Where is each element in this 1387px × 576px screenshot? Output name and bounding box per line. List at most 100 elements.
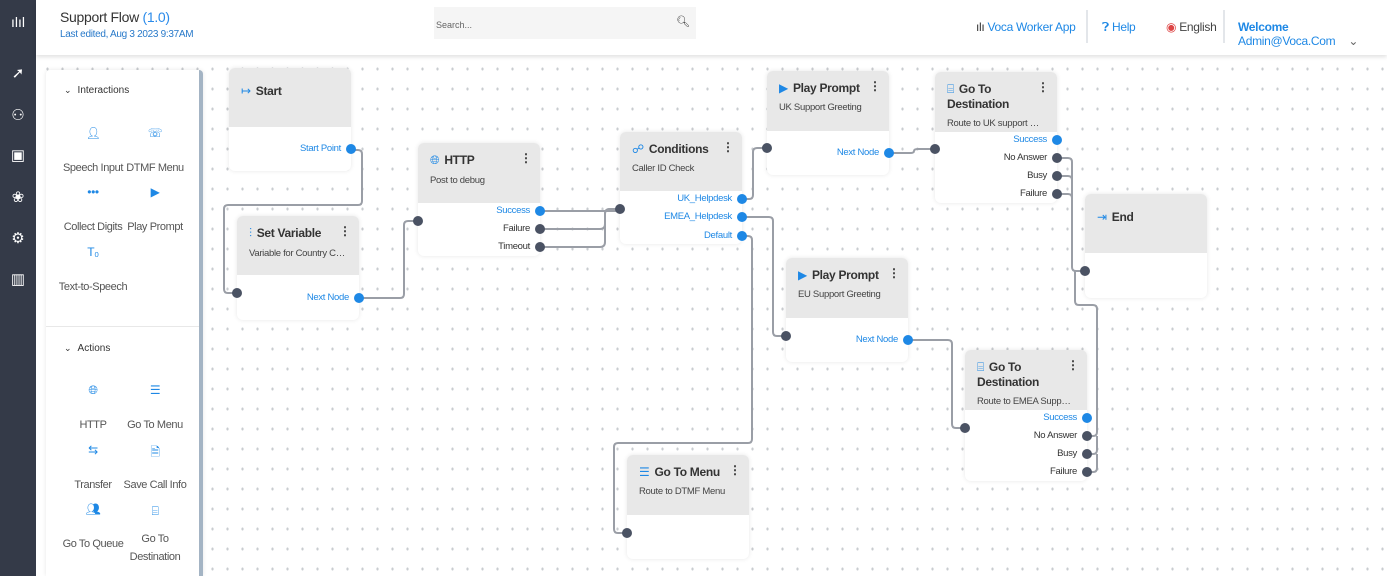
more-options-icon[interactable]: ⋮: [722, 140, 734, 154]
connection-line[interactable]: [1074, 270, 1098, 437]
connection-line[interactable]: [1086, 436, 1098, 455]
output-port-handle[interactable]: [535, 224, 545, 234]
input-port-handle[interactable]: [781, 331, 791, 341]
more-options-icon[interactable]: ⋮: [888, 266, 900, 280]
connection-line[interactable]: [1056, 193, 1073, 267]
connection-line[interactable]: [1086, 454, 1098, 473]
node-header[interactable]: ⇥End: [1085, 194, 1207, 253]
worker-app-link[interactable]: ılı Voca Worker App: [976, 20, 1076, 34]
connection-line[interactable]: [907, 339, 965, 429]
connection-line[interactable]: [613, 235, 753, 534]
palette-http[interactable]: 🌐︎HTTP: [58, 383, 128, 431]
input-port-handle[interactable]: [232, 288, 242, 298]
sliders-icon: ⫶: [249, 226, 252, 240]
input-port-handle[interactable]: [930, 144, 940, 154]
output-port-handle[interactable]: [737, 194, 747, 204]
output-port-handle[interactable]: [354, 293, 364, 303]
palette-speech-input[interactable]: 👤︎Speech Input: [58, 126, 128, 174]
output-port-handle[interactable]: [346, 144, 356, 154]
more-options-icon[interactable]: ⋮: [869, 79, 881, 93]
output-port-handle[interactable]: [535, 206, 545, 216]
output-port-handle[interactable]: [1052, 153, 1062, 163]
rocket-icon[interactable]: ➚: [11, 65, 25, 82]
output-port-handle[interactable]: [737, 212, 747, 222]
more-options-icon[interactable]: ⋮: [729, 463, 741, 477]
node-header[interactable]: ↦Start: [229, 68, 351, 127]
more-options-icon[interactable]: ⋮: [339, 224, 351, 238]
output-port-handle[interactable]: [1082, 431, 1092, 441]
search-icon[interactable]: 🔍︎: [676, 16, 690, 28]
connection-line[interactable]: [889, 148, 935, 154]
output-port-label: Success: [496, 205, 530, 216]
palette-play-prompt[interactable]: ▶Play Prompt: [120, 185, 190, 233]
connection-line[interactable]: [358, 220, 418, 299]
output-port-handle[interactable]: [1082, 449, 1092, 459]
save-icon: 🗎︎: [150, 445, 160, 459]
palette-transfer[interactable]: ⇆Transfer: [58, 443, 128, 491]
more-options-icon[interactable]: ⋮: [1067, 358, 1079, 372]
input-port-handle[interactable]: [762, 143, 772, 153]
output-port-handle[interactable]: [1082, 467, 1092, 477]
users-icon[interactable]: ⚇: [11, 107, 25, 124]
input-port-handle[interactable]: [1080, 266, 1090, 276]
search-input[interactable]: Search...🔍︎: [434, 7, 696, 39]
language-select[interactable]: ◉ English: [1166, 20, 1217, 34]
input-port-handle[interactable]: [960, 423, 970, 433]
output-port-handle[interactable]: [1052, 171, 1062, 181]
flow-icon[interactable]: ❀: [11, 189, 25, 206]
user-menu[interactable]: Welcome Admin@Voca.Com ⌄: [1238, 20, 1359, 48]
palette-collect-digits[interactable]: •••Collect Digits: [58, 185, 128, 233]
palette-go-to-menu[interactable]: ☰Go To Menu: [120, 383, 190, 431]
help-link[interactable]: ❓︎ Help: [1102, 20, 1136, 34]
connection-line[interactable]: [741, 216, 786, 337]
palette-save-call-info[interactable]: 🗎︎Save Call Info: [120, 443, 190, 491]
output-port-handle[interactable]: [884, 148, 894, 158]
more-options-icon[interactable]: ⋮: [520, 151, 532, 165]
output-port-handle[interactable]: [903, 335, 913, 345]
input-port-handle[interactable]: [615, 204, 625, 214]
connection-line[interactable]: [1056, 175, 1073, 267]
input-port-handle[interactable]: [413, 216, 423, 226]
output-port-handle[interactable]: [1052, 189, 1062, 199]
chart-icon[interactable]: ▥: [10, 271, 26, 288]
output-port-handle[interactable]: [1052, 135, 1062, 145]
node-end[interactable]: ⇥End: [1080, 194, 1207, 298]
tts-icon: T₀: [87, 245, 99, 259]
connection-line[interactable]: [741, 147, 767, 200]
chevron-down-icon[interactable]: ⌄: [1348, 34, 1359, 48]
connection-line[interactable]: [223, 149, 363, 294]
section-actions[interactable]: ⌄Actions: [64, 343, 111, 354]
output-port-handle[interactable]: [535, 242, 545, 252]
output-port-handle[interactable]: [1082, 413, 1092, 423]
section-interactions[interactable]: ⌄Interactions: [64, 85, 130, 96]
connection-line[interactable]: [539, 208, 620, 248]
settings-icon[interactable]: ⚙: [11, 230, 25, 247]
briefcase-icon[interactable]: ▣: [10, 147, 26, 164]
output-port-handle[interactable]: [737, 231, 747, 241]
palette-go-to-queue[interactable]: 👥︎Go To Queue: [58, 502, 128, 550]
input-port-handle[interactable]: [622, 528, 632, 538]
palette-dtmf-menu[interactable]: ☏DTMF Menu: [120, 126, 190, 174]
output-port-label: Next Node: [306, 292, 349, 303]
output-port-label: No Answer: [1003, 152, 1048, 163]
palette-go-to-destination[interactable]: ⌸Go To Destination: [120, 502, 190, 566]
more-options-icon[interactable]: ⋮: [1037, 80, 1049, 94]
